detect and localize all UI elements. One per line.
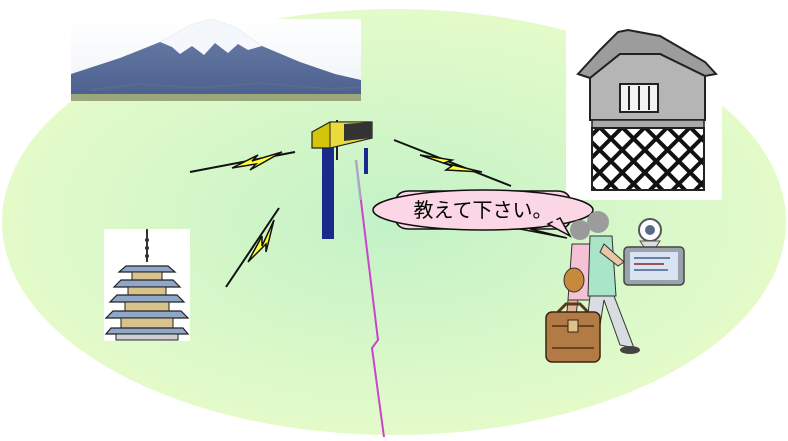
pagoda-icon <box>104 229 190 341</box>
suitcase-icon <box>545 302 601 363</box>
lightning-icon <box>189 151 296 173</box>
speech-bubble: 教えて下さい。 <box>372 189 594 239</box>
uplink-line <box>355 159 385 438</box>
lightning-icon <box>225 207 280 288</box>
camera-terminal-icon <box>623 218 685 286</box>
lightning-icon <box>393 139 512 187</box>
speech-bubble-text: 教えて下さい。 <box>414 198 553 222</box>
mountain-fuji-icon <box>71 19 362 101</box>
antenna-tower-icon <box>311 120 373 239</box>
storehouse-icon <box>566 26 722 200</box>
